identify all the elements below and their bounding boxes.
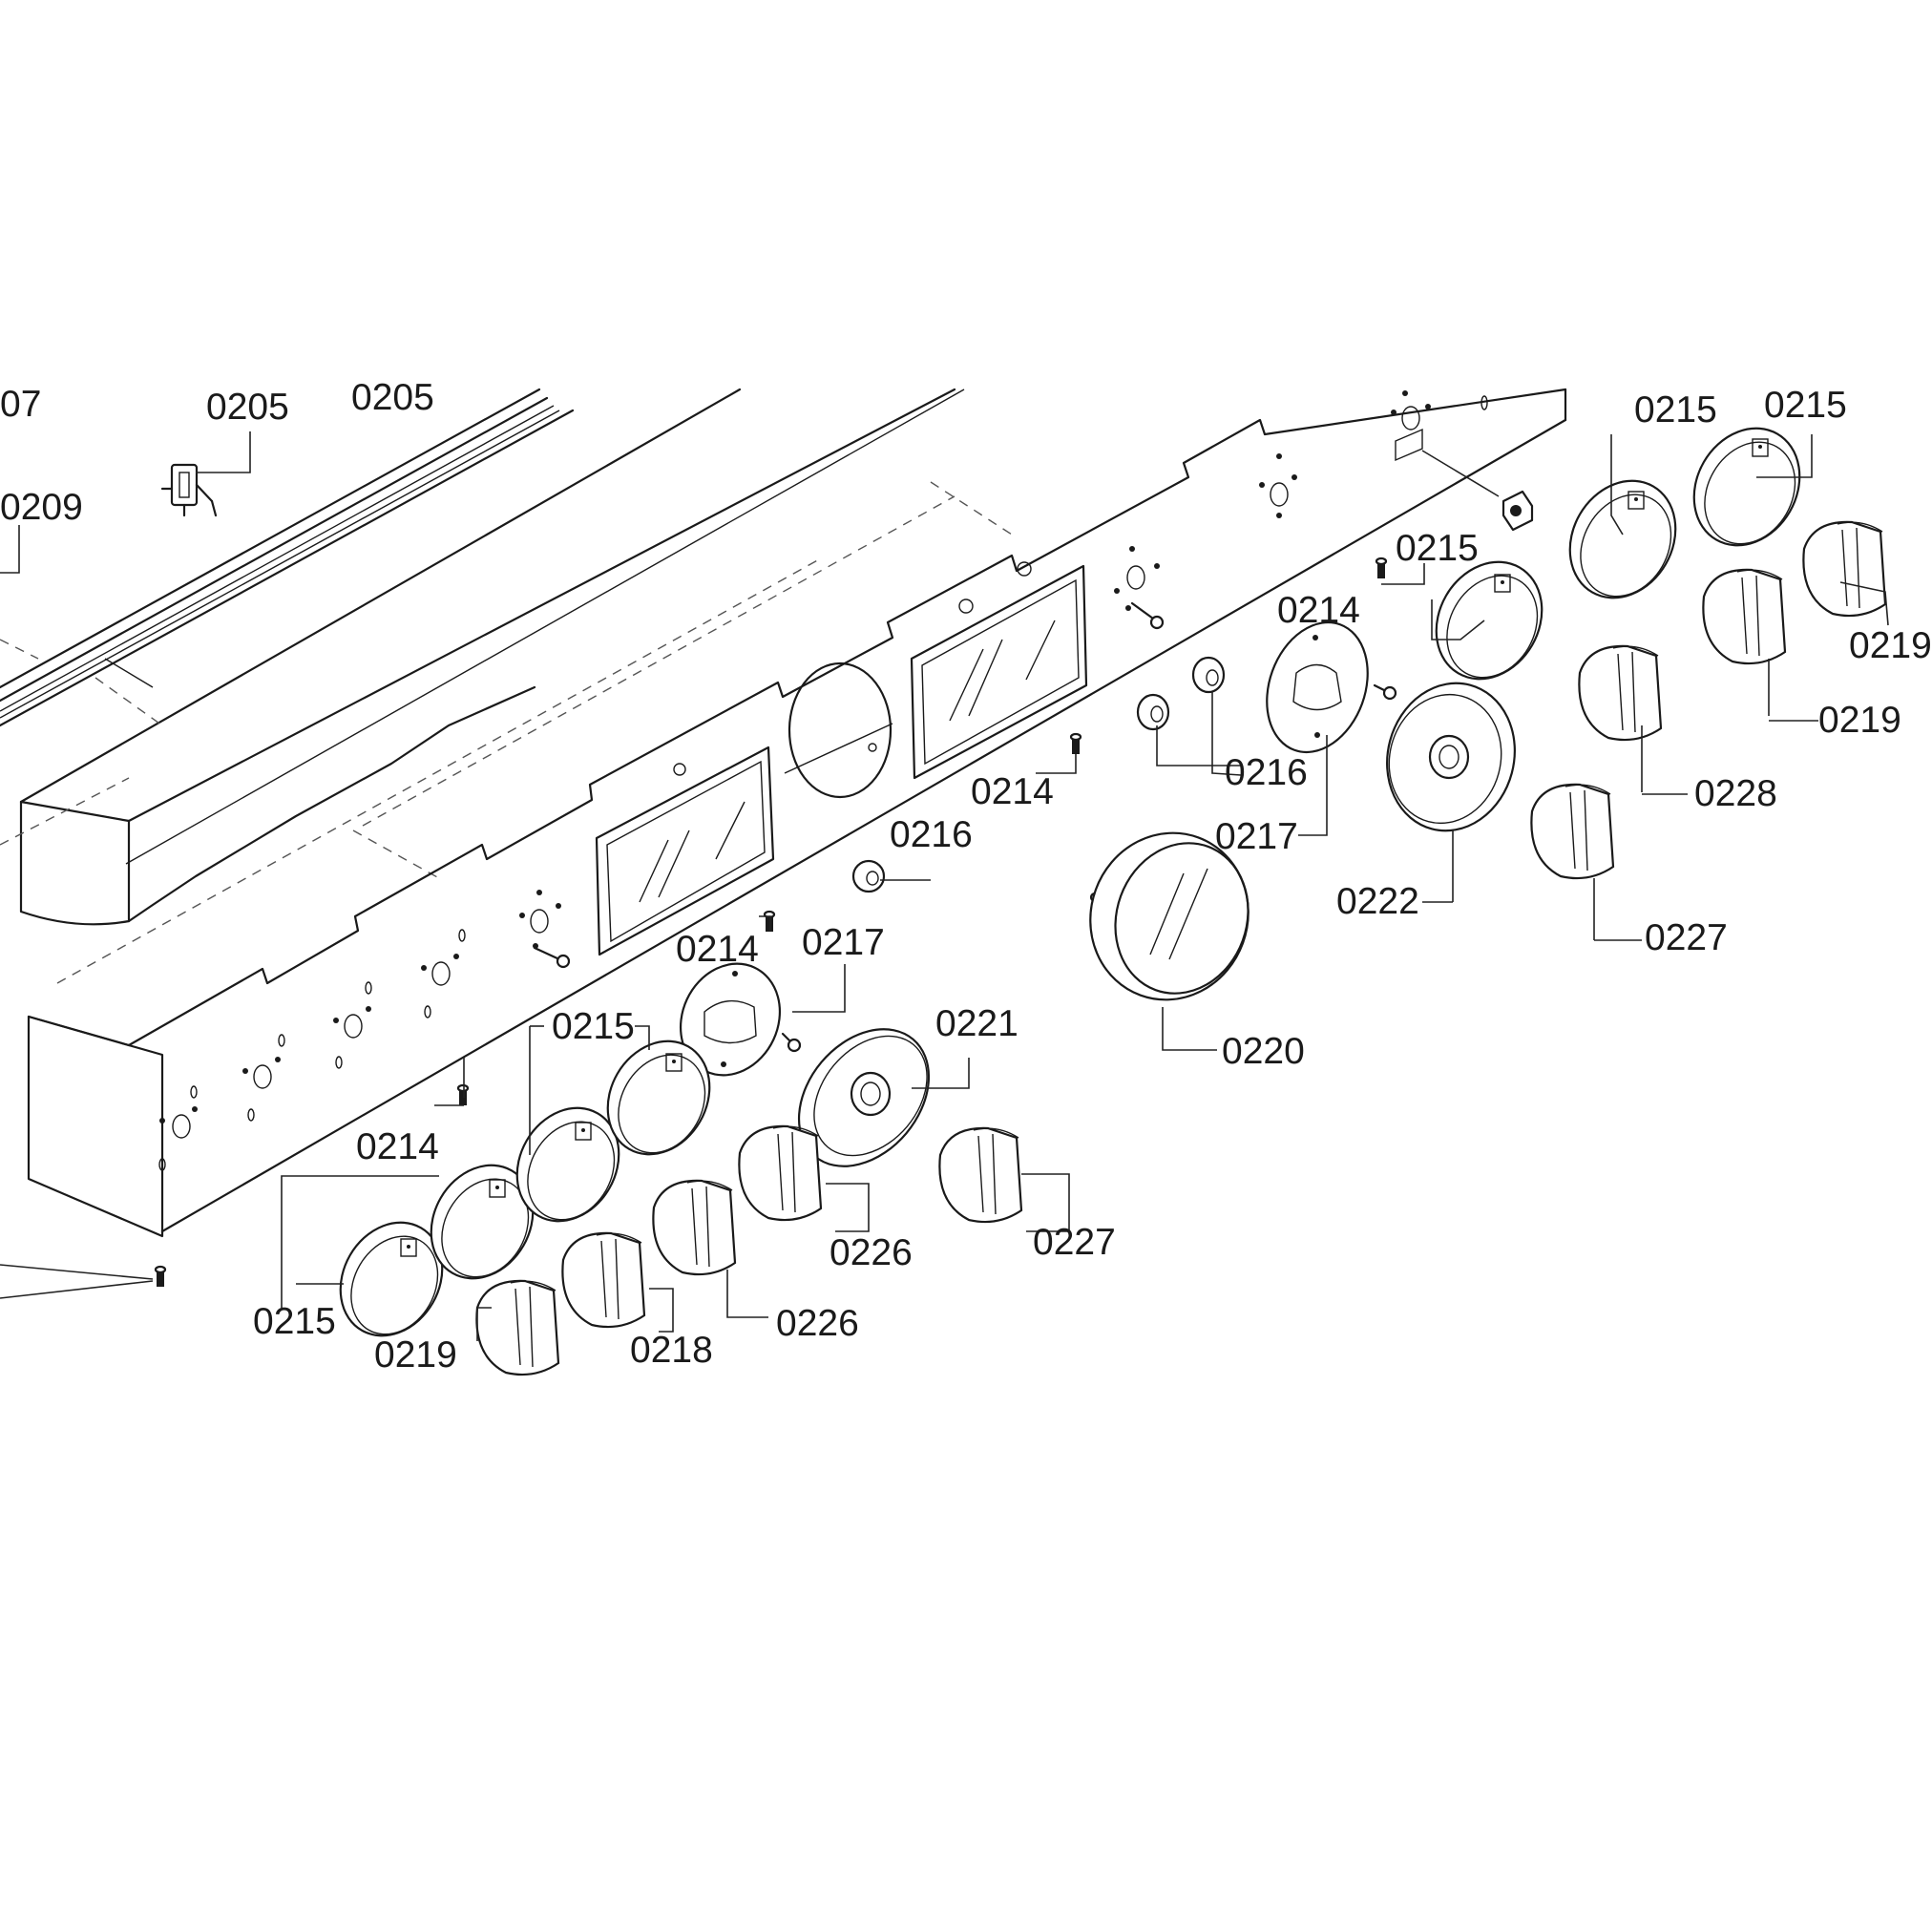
clock-opening <box>784 662 893 799</box>
callout-0218: 0218 <box>630 1330 713 1371</box>
callout-0205-switch: 0205 <box>206 387 289 428</box>
callout-0215-left-2: 0215 <box>253 1301 336 1342</box>
bezel-0217-right <box>1266 620 1369 754</box>
control-knobs <box>475 520 1887 1376</box>
callout-0216-center: 0216 <box>890 814 973 855</box>
callout-0219-right-2: 0219 <box>1818 700 1901 741</box>
wire-connector <box>1421 450 1534 532</box>
callout-0217-center: 0217 <box>802 922 885 963</box>
callout-0227-right: 0227 <box>1645 917 1728 958</box>
callout-0214-right-1: 0214 <box>1277 590 1360 631</box>
callout-0214-left: 0214 <box>356 1126 439 1167</box>
display-window-left <box>595 746 775 956</box>
callout-0215-right-1: 0215 <box>1634 389 1717 430</box>
toggle-switch <box>160 463 218 517</box>
callout-0214-center: 0214 <box>676 929 759 970</box>
callout-0226-a: 0226 <box>830 1232 913 1273</box>
callout-0227-left: 0227 <box>1033 1222 1116 1263</box>
rear-housing <box>0 388 1013 984</box>
callout-0214-right-2: 0214 <box>971 771 1054 812</box>
spacer-0216 <box>851 656 1226 893</box>
callout-0226-b: 0226 <box>776 1303 859 1344</box>
dial-0222 <box>1386 682 1516 832</box>
callout-0221: 0221 <box>935 1003 1018 1044</box>
bezel-rings <box>339 427 1801 1337</box>
callout-0209: 0209 <box>0 487 83 528</box>
callout-0220: 0220 <box>1222 1031 1305 1072</box>
panel-holes <box>158 390 1488 1171</box>
callout-0219-right-1: 0219 <box>1849 625 1932 666</box>
callout-0217-right: 0217 <box>1215 816 1298 857</box>
callout-0205-strip: 0205 <box>351 377 434 418</box>
callout-0215-right-2: 0215 <box>1764 385 1847 426</box>
callout-0216-right: 0216 <box>1225 752 1308 793</box>
leader-lines <box>0 431 1889 1341</box>
callout-0228: 0228 <box>1694 773 1777 814</box>
display-window-right <box>910 561 1088 780</box>
callout-0215-left-1: 0215 <box>552 1006 635 1047</box>
control-panel <box>27 388 1567 1238</box>
dial-0221 <box>797 1028 931 1167</box>
callout-0207: 07 <box>0 384 42 425</box>
callout-0215-right-3: 0215 <box>1396 528 1479 569</box>
callout-0222: 0222 <box>1336 881 1419 922</box>
callout-0219-left: 0219 <box>374 1334 457 1376</box>
trim-strip <box>0 388 575 727</box>
clock-0220 <box>1089 831 1250 1001</box>
screws <box>154 556 1397 1287</box>
